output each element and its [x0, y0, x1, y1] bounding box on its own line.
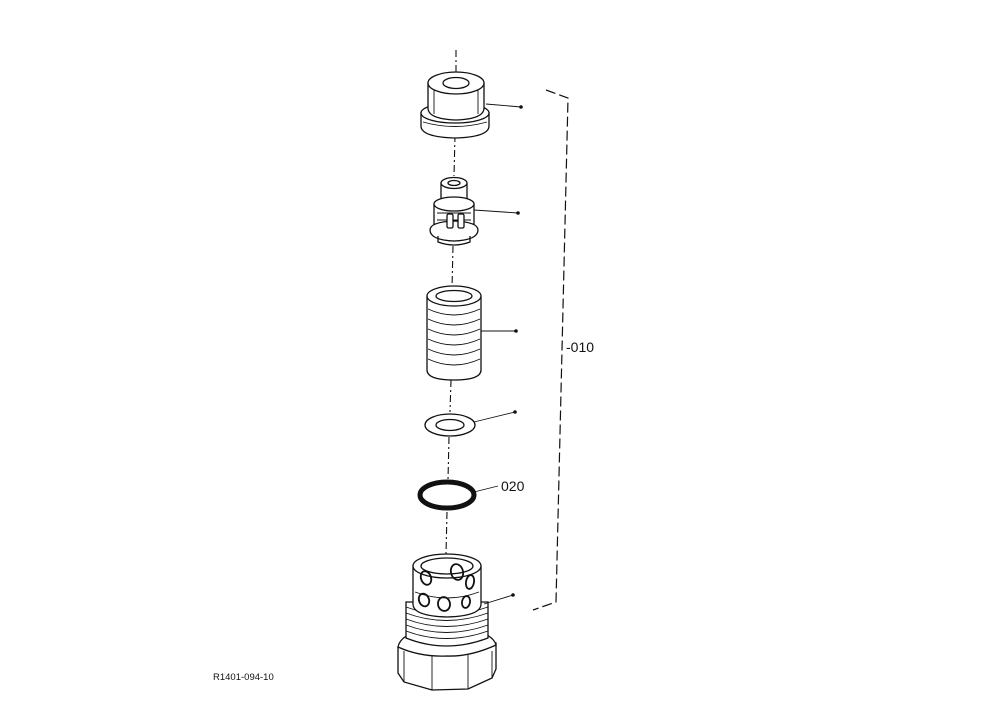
- cap-part: [420, 71, 490, 139]
- assembly-label: -010: [566, 339, 594, 355]
- drawing-code: R1401-094-10: [213, 672, 274, 683]
- spring-part: [426, 285, 482, 381]
- o-ring-label: 020: [501, 478, 525, 494]
- assembly-bracket: [532, 89, 569, 611]
- washer-part: [424, 413, 476, 437]
- leader-lines: [473, 103, 523, 605]
- o-ring-part: [417, 479, 477, 511]
- valve-body-part: [397, 553, 497, 691]
- plunger-part: [429, 176, 479, 246]
